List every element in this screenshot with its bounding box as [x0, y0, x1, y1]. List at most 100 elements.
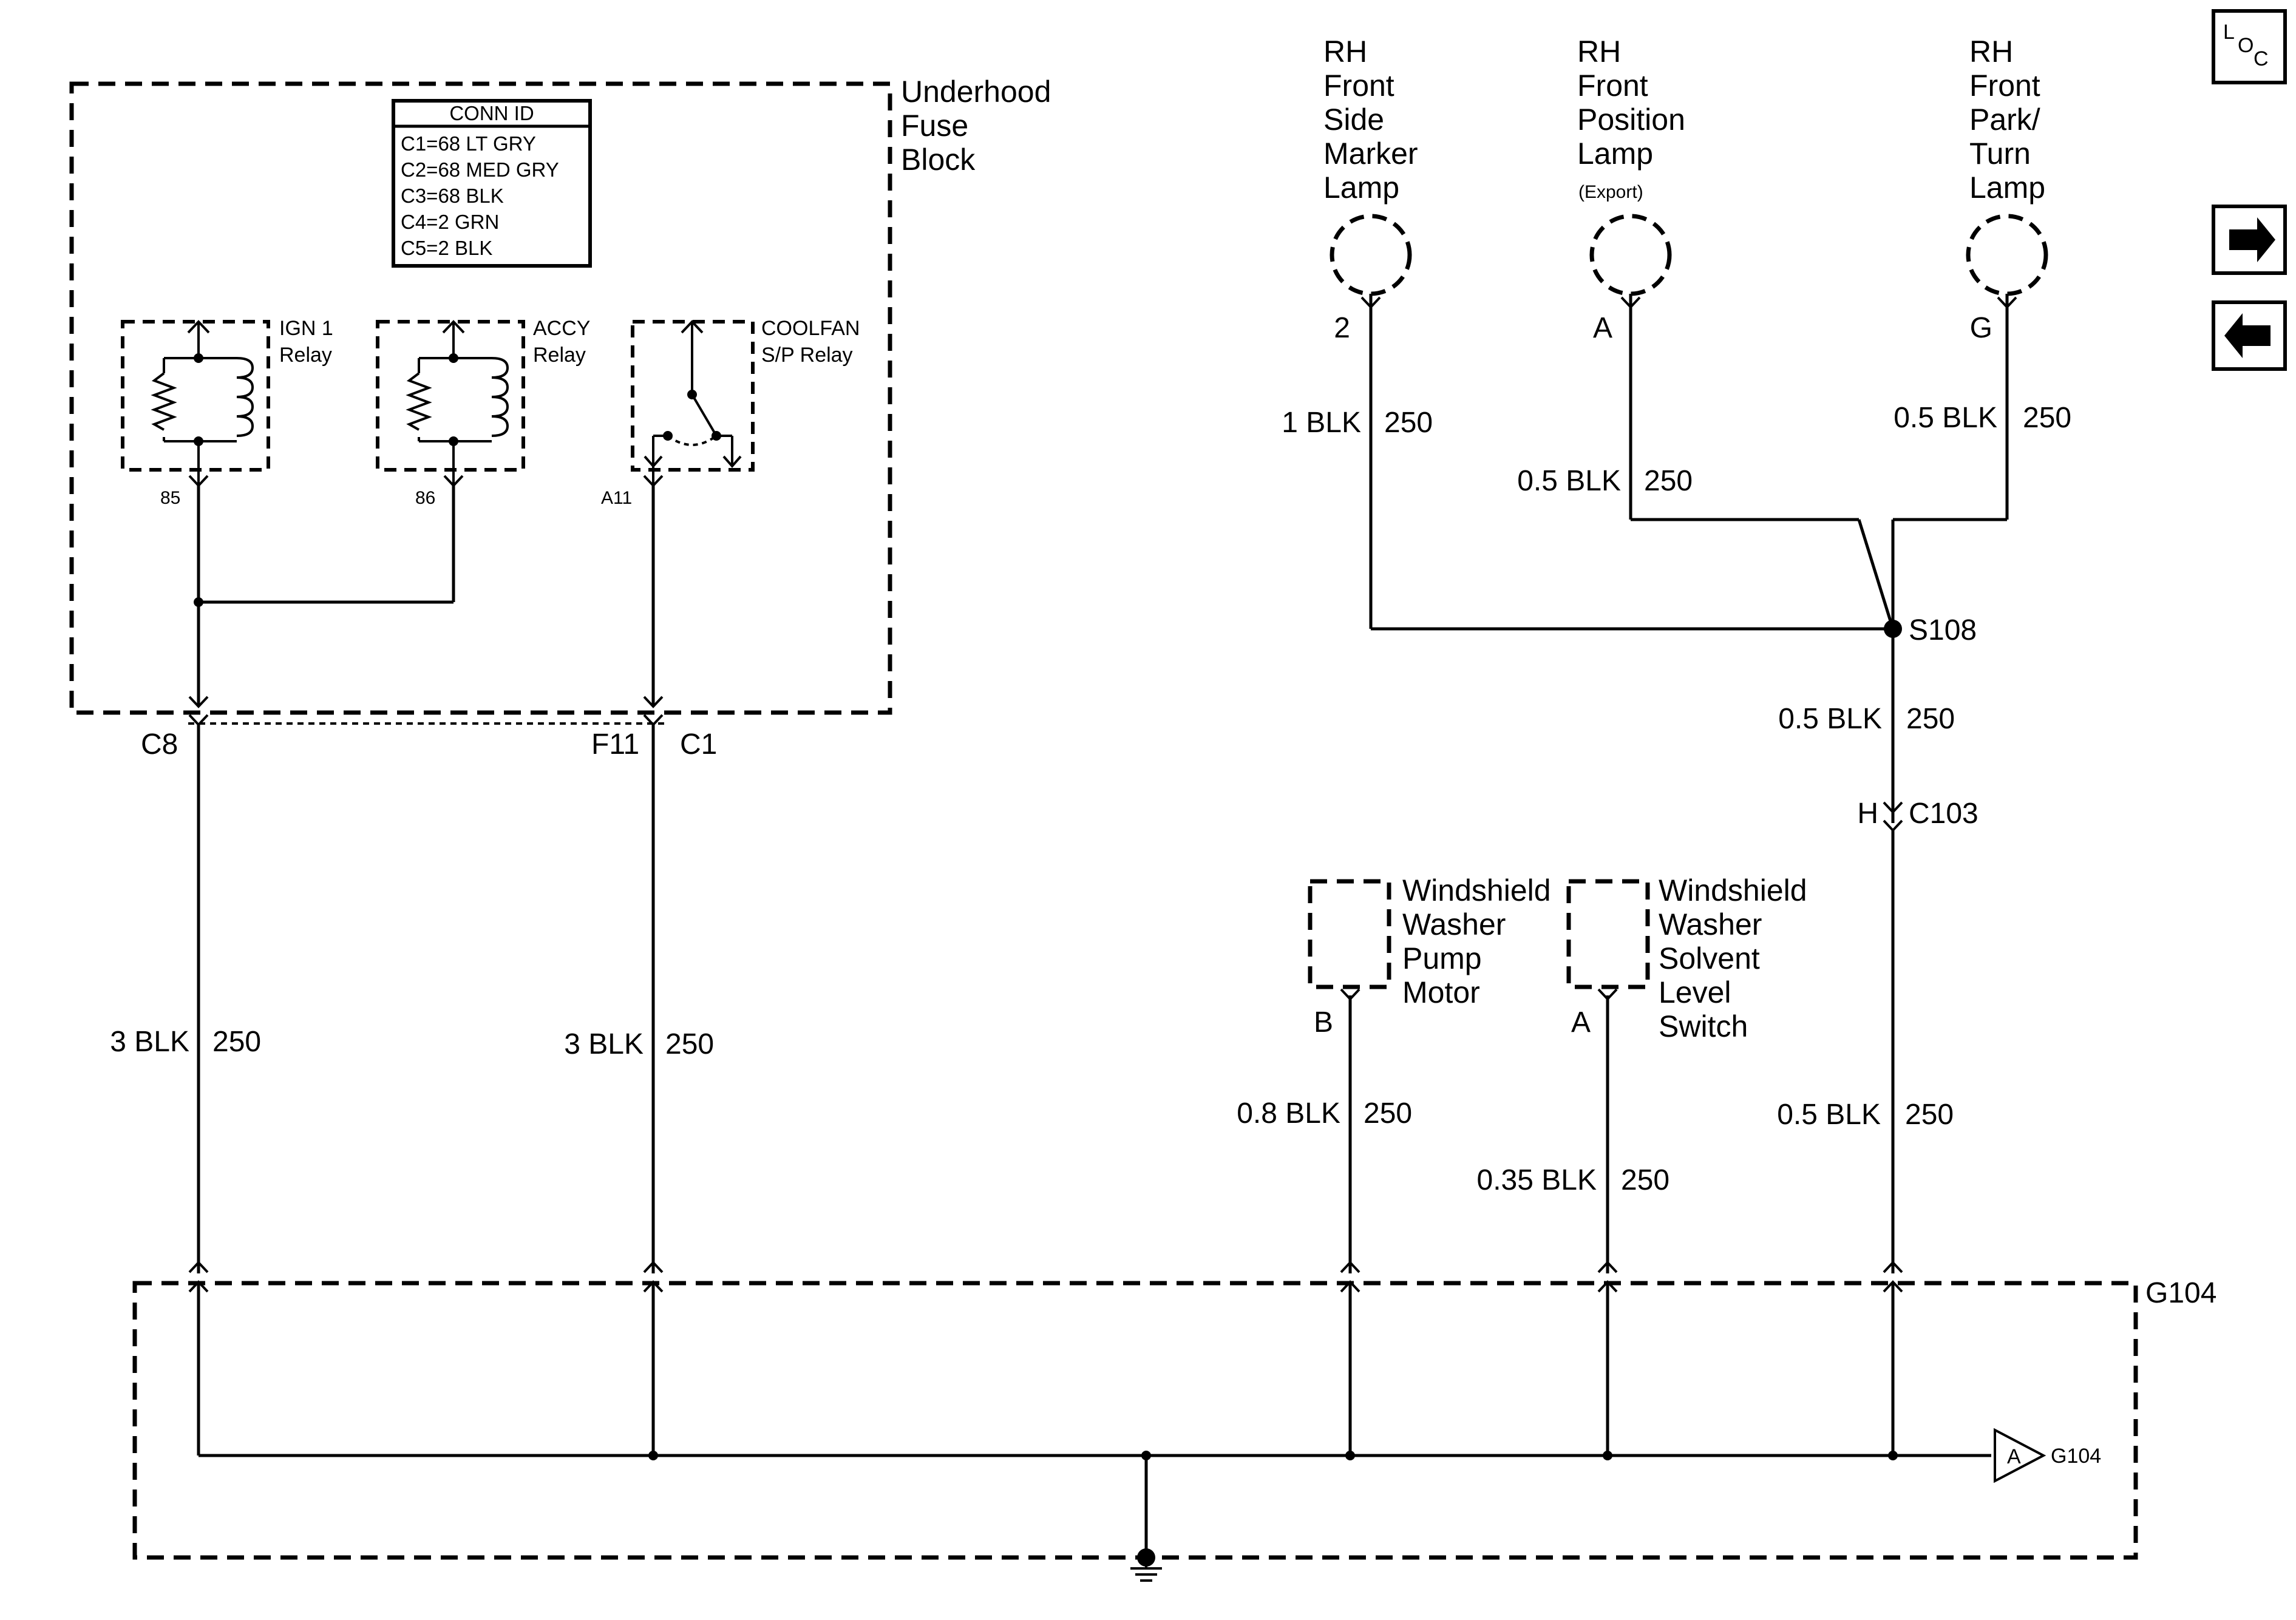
component-label: Pump	[1402, 941, 1482, 975]
wire-circuit: 250	[665, 1028, 714, 1060]
windshield-washer-pump-motor: Windshield Washer Pump Motor B 0.8 BLK 2…	[1237, 873, 1551, 1273]
wire-gauge: 1 BLK	[1282, 407, 1361, 439]
conn-id-title: CONN ID	[449, 102, 534, 124]
lamp-label: Lamp	[1969, 171, 2045, 205]
component-label: Washer	[1402, 907, 1506, 941]
next-page-button[interactable]	[2212, 205, 2287, 275]
loc-letter: L	[2223, 21, 2235, 44]
component-label: Windshield	[1402, 873, 1551, 907]
underhood-fuse-block: Underhood Fuse Block CONN ID C1=68 LT GR…	[69, 75, 1051, 715]
lamp-bulb-icon	[1589, 214, 1672, 296]
wire-circuit: 250	[1906, 703, 1955, 735]
lamp-pin: 2	[1334, 312, 1350, 344]
conn-id-row: C4=2 GRN	[401, 211, 499, 233]
wire-gauge: 0.5 BLK	[1778, 703, 1882, 735]
ground-symbol-icon	[1130, 1557, 1162, 1582]
lamp-label: Front	[1577, 69, 1648, 103]
wire-circuit: 250	[1364, 1097, 1412, 1130]
lamp-note: (Export)	[1578, 182, 1643, 202]
wire-gauge: 0.35 BLK	[1477, 1164, 1597, 1196]
coolfan-relay-label-1: COOLFAN	[761, 317, 860, 340]
wire-circuit: 250	[1384, 407, 1433, 439]
ign1-relay: IGN 1 Relay 85	[121, 317, 333, 508]
conn-id-row: C1=68 LT GRY	[401, 132, 536, 155]
component-label: Level	[1659, 975, 1731, 1009]
ground-ref-pin: A	[2007, 1445, 2021, 1468]
fuse-block-connectors: C8 F11 C1	[141, 714, 717, 761]
wire-circuit: 250	[212, 1026, 261, 1058]
wire-gauge: 0.5 BLK	[1777, 1099, 1881, 1131]
windshield-washer-solvent-level-switch: Windshield Washer Solvent Level Switch A…	[1477, 873, 1807, 1273]
wire-circuit: 250	[1621, 1164, 1669, 1196]
splice-name: S108	[1909, 614, 1977, 646]
lamp-label: RH	[1577, 35, 1621, 69]
lamp-label: RH	[1323, 35, 1367, 69]
ground-outline	[132, 1281, 2138, 1560]
fuse-block-label-3: Block	[901, 143, 976, 177]
lamp-label: Position	[1577, 103, 1685, 137]
conn-id-row: C5=2 BLK	[401, 237, 492, 259]
component-label: Switch	[1659, 1009, 1748, 1043]
conn-id-table: CONN ID C1=68 LT GRY C2=68 MED GRY C3=68…	[392, 99, 592, 268]
ign1-relay-pin: 85	[160, 488, 180, 508]
wire-circuit: 250	[1905, 1099, 1954, 1131]
splice-s108: S108 0.5 BLK 250	[1371, 614, 1977, 823]
component-label: Washer	[1659, 907, 1762, 941]
accy-relay-label-1: ACCY	[533, 317, 590, 340]
fuse-wire-left: 3 BLK 250	[110, 725, 261, 1273]
wire-gauge: 3 BLK	[110, 1026, 189, 1058]
loc-letter: O	[2238, 34, 2254, 57]
prev-page-button[interactable]	[2212, 300, 2287, 371]
lamp-label: Park/	[1969, 103, 2040, 137]
rh-front-position-lamp: RH Front Position Lamp (Export) A 0.5 BL…	[1517, 35, 1895, 629]
conn-id-row: C2=68 MED GRY	[401, 158, 559, 181]
ground-name: G104	[2145, 1277, 2216, 1309]
component-label: Solvent	[1659, 941, 1760, 975]
accy-relay-pin: 86	[415, 488, 435, 508]
connector-name: C103	[1909, 798, 1978, 830]
wire-gauge: 0.5 BLK	[1894, 402, 1997, 434]
ground-ref-name: G104	[2051, 1445, 2101, 1468]
component-pin: B	[1314, 1006, 1333, 1039]
lamp-bulb-icon	[1330, 214, 1412, 296]
fuse-wire-right: 3 BLK 250	[564, 725, 714, 1273]
lamp-label: RH	[1969, 35, 2013, 69]
connector-f11: F11	[591, 728, 639, 761]
ground-g104: G104 A G104	[132, 1261, 2216, 1582]
lamp-pin: G	[1970, 312, 1992, 344]
component-pin: A	[1571, 1006, 1591, 1039]
wire-gauge: 3 BLK	[564, 1028, 644, 1060]
connector-c1: C1	[680, 728, 717, 761]
connector-pin: H	[1857, 798, 1878, 830]
lamp-label: Side	[1323, 103, 1384, 137]
arrow-left-icon	[2224, 313, 2271, 358]
accy-relay: ACCY Relay 86	[376, 317, 590, 508]
lamp-label: Marker	[1323, 137, 1418, 171]
ground-ref-flag-icon	[1994, 1428, 2046, 1483]
lamp-bulb-icon	[1966, 214, 2048, 296]
fuse-block-outline	[69, 81, 892, 715]
loc-letter: C	[2254, 47, 2269, 70]
lamp-label: Lamp	[1323, 171, 1399, 205]
loc-button[interactable]: L O C	[2212, 9, 2287, 84]
ign1-relay-label-1: IGN 1	[279, 317, 333, 340]
fuse-block-label-1: Underhood	[901, 75, 1051, 109]
wire-gauge: 0.5 BLK	[1517, 465, 1621, 497]
accy-relay-label-2: Relay	[533, 344, 586, 367]
fuse-block-label-2: Fuse	[901, 109, 968, 143]
coolfan-relay-label-2: S/P Relay	[761, 344, 853, 367]
coolfan-relay: COOLFAN S/P Relay A11	[601, 317, 860, 508]
arrow-right-icon	[2229, 217, 2275, 262]
rh-front-park-turn-lamp: RH Front Park/ Turn Lamp G 0.5 BLK 250	[1891, 35, 2071, 629]
rh-front-side-marker-lamp: RH Front Side Marker Lamp 2 1 BLK 250	[1282, 35, 1433, 629]
lamp-label: Turn	[1969, 137, 2031, 171]
lamp-pin: A	[1593, 312, 1612, 344]
component-label: Windshield	[1659, 873, 1807, 907]
wire-gauge: 0.8 BLK	[1237, 1097, 1340, 1130]
ign1-relay-label-2: Relay	[279, 344, 332, 367]
connector-c103: H C103 0.5 BLK 250	[1777, 798, 1978, 1273]
lamp-label: Lamp	[1577, 137, 1653, 171]
wire-circuit: 250	[1644, 465, 1693, 497]
coolfan-relay-pin: A11	[601, 488, 632, 508]
